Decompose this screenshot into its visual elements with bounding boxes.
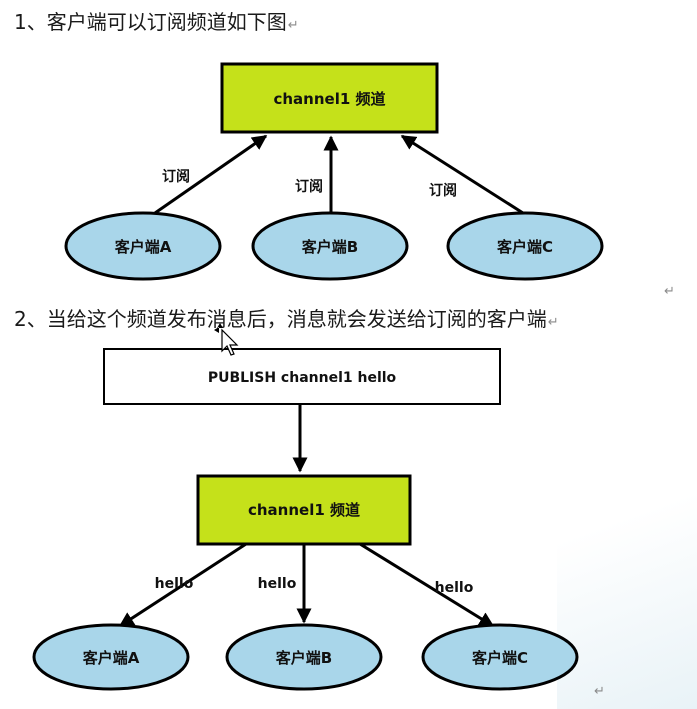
client-node — [225, 623, 383, 691]
channel-node — [220, 62, 439, 134]
client-label: 客户端A — [114, 238, 172, 256]
subscribe-arrow — [400, 134, 524, 215]
return-mark: ↵ — [594, 684, 605, 699]
message-label: hello — [155, 576, 194, 592]
message-arrow — [359, 542, 495, 628]
subscribe-arrow — [154, 134, 268, 215]
channel-node — [196, 474, 412, 546]
section1-heading-text: 1、客户端可以订阅频道如下图 — [14, 10, 287, 34]
subscribe-label: 订阅 — [429, 182, 457, 199]
message-arrow — [118, 542, 247, 628]
subscribe-label: 订阅 — [295, 178, 323, 195]
client-label: 客户端A — [82, 649, 140, 667]
client-node — [421, 623, 579, 691]
section2-diagram: PUBLISH channel1 hello channel1 频道 hello… — [32, 348, 579, 691]
return-mark: ↵ — [287, 18, 299, 33]
client-label: 客户端C — [496, 238, 553, 256]
mouse-cursor-icon — [214, 323, 239, 356]
return-mark: ↵ — [664, 284, 675, 299]
message-label: hello — [435, 580, 474, 596]
client-node — [64, 211, 222, 281]
client-label: 客户端B — [275, 649, 332, 667]
client-node — [32, 623, 190, 691]
background-watermark — [557, 449, 697, 709]
channel-label: channel1 频道 — [273, 90, 385, 108]
publish-command-box — [103, 348, 501, 405]
client-node — [446, 211, 604, 281]
client-label: 客户端C — [471, 649, 528, 667]
client-label: 客户端B — [301, 238, 358, 256]
section1-diagram: channel1 频道 订阅 订阅 订阅 客户端A 客户端B 客户端C — [64, 62, 604, 281]
section2-heading: 2、当给这个频道发布消息后，消息就会发送给订阅的客户端↵ — [14, 303, 559, 332]
client-node — [251, 211, 409, 281]
message-label: hello — [258, 576, 297, 592]
subscribe-label: 订阅 — [162, 168, 190, 185]
channel-label: channel1 频道 — [248, 501, 360, 519]
section2-heading-text: 2、当给这个频道发布消息后，消息就会发送给订阅的客户端 — [14, 307, 547, 331]
publish-command-label: PUBLISH channel1 hello — [208, 370, 397, 386]
return-mark: ↵ — [547, 315, 559, 330]
section1-heading: 1、客户端可以订阅频道如下图↵ — [14, 6, 299, 35]
